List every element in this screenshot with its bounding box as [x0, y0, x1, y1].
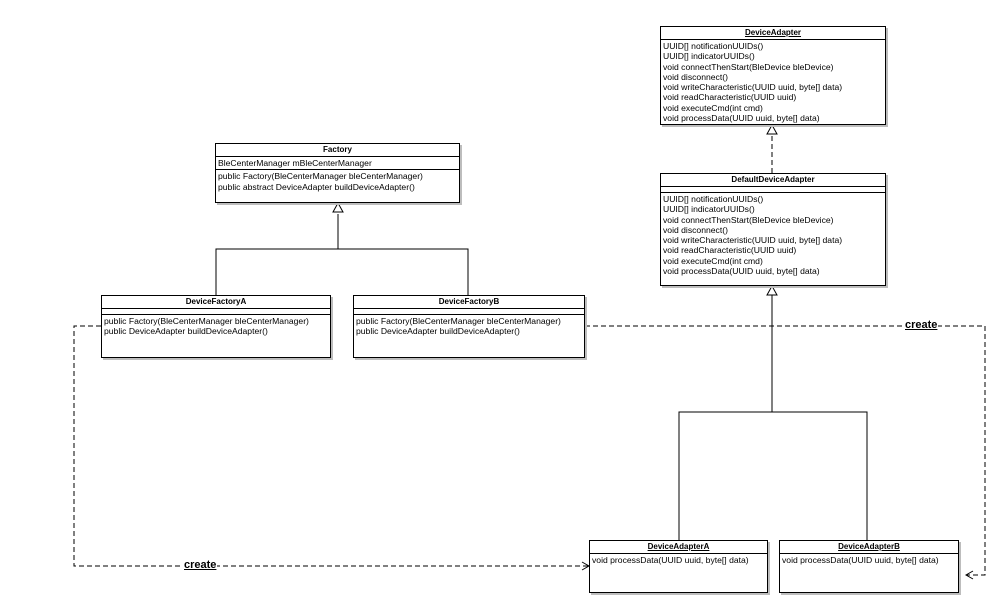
method: void writeCharacteristic(UUID uuid, byte… — [663, 82, 843, 93]
attributes-section — [661, 187, 885, 193]
inherit-edge-device-adapter-b — [772, 411, 868, 540]
inherit-edge-device-adapter-a — [678, 295, 773, 540]
method: void connectThenStart(BleDevice bleDevic… — [663, 214, 834, 225]
class-device-adapter[interactable]: DeviceAdapter UUID[] notificationUUIDs()… — [660, 26, 886, 125]
method: void disconnect() — [663, 224, 728, 235]
method: void readCharacteristic(UUID uuid) — [663, 245, 797, 256]
method: void writeCharacteristic(UUID uuid, byte… — [663, 235, 843, 246]
method: UUID[] notificationUUIDs() — [663, 194, 764, 204]
method: public Factory(BleCenterManager bleCente… — [104, 316, 309, 326]
inherit-arrow-default-device-adapter — [766, 284, 778, 296]
class-name: DeviceFactoryA — [102, 296, 330, 309]
class-default-device-adapter[interactable]: DefaultDeviceAdapter UUID[] notification… — [660, 173, 886, 286]
inherit-edge-factory-a — [215, 214, 339, 295]
method: void processData(UUID uuid, byte[] data) — [663, 266, 820, 277]
create-edge-right — [585, 325, 986, 576]
class-name: DeviceAdapterB — [780, 541, 958, 554]
method: void executeCmd(int cmd) — [663, 255, 763, 266]
create-label-right: create — [904, 319, 939, 331]
method: public DeviceAdapter buildDeviceAdapter(… — [356, 326, 520, 337]
method: public DeviceAdapter buildDeviceAdapter(… — [104, 326, 268, 337]
method: public abstract DeviceAdapter buildDevic… — [218, 181, 415, 192]
method: void readCharacteristic(UUID uuid) — [663, 92, 797, 103]
inherit-edge-factory-b — [338, 248, 469, 295]
class-factory[interactable]: Factory BleCenterManager mBleCenterManag… — [215, 143, 460, 203]
methods-section: public Factory(BleCenterManager bleCente… — [216, 170, 459, 193]
class-name: Factory — [216, 144, 459, 157]
class-name: DeviceFactoryB — [354, 296, 584, 309]
class-name: DefaultDeviceAdapter — [661, 174, 885, 187]
class-device-adapter-a[interactable]: DeviceAdapterA void processData(UUID uui… — [589, 540, 768, 593]
create-label-left: create — [183, 559, 218, 571]
create-edge-left — [73, 325, 589, 567]
method: void executeCmd(int cmd) — [663, 102, 763, 113]
class-device-factory-a[interactable]: DeviceFactoryA public Factory(BleCenterM… — [101, 295, 331, 358]
method: void disconnect() — [663, 71, 728, 82]
methods-section: public Factory(BleCenterManager bleCente… — [354, 315, 584, 338]
class-device-factory-b[interactable]: DeviceFactoryB public Factory(BleCenterM… — [353, 295, 585, 358]
method: void processData(UUID uuid, byte[] data) — [782, 555, 939, 565]
method: UUID[] indicatorUUIDs() — [663, 51, 755, 62]
method: public Factory(BleCenterManager bleCente… — [356, 316, 561, 326]
method: UUID[] indicatorUUIDs() — [663, 204, 755, 215]
create-arrow-right — [964, 570, 974, 580]
attributes-section: BleCenterManager mBleCenterManager — [216, 157, 459, 171]
methods-section: void processData(UUID uuid, byte[] data) — [780, 554, 958, 566]
realize-arrow-device-adapter — [766, 123, 778, 135]
method: public Factory(BleCenterManager bleCente… — [218, 171, 423, 182]
methods-section: void processData(UUID uuid, byte[] data) — [590, 554, 767, 566]
method: UUID[] notificationUUIDs() — [663, 41, 764, 51]
class-device-adapter-b[interactable]: DeviceAdapterB void processData(UUID uui… — [779, 540, 959, 593]
methods-section: UUID[] notificationUUIDs() UUID[] indica… — [661, 40, 885, 124]
attribute: BleCenterManager mBleCenterManager — [218, 158, 372, 168]
class-name: DeviceAdapterA — [590, 541, 767, 554]
methods-section: UUID[] notificationUUIDs() UUID[] indica… — [661, 193, 885, 277]
inherit-arrow-factory — [332, 201, 344, 213]
method: void processData(UUID uuid, byte[] data) — [663, 113, 820, 124]
attributes-section — [102, 309, 330, 315]
class-name: DeviceAdapter — [661, 27, 885, 40]
method: void connectThenStart(BleDevice bleDevic… — [663, 61, 834, 72]
attributes-section — [354, 309, 584, 315]
method: void processData(UUID uuid, byte[] data) — [592, 555, 749, 565]
methods-section: public Factory(BleCenterManager bleCente… — [102, 315, 330, 338]
